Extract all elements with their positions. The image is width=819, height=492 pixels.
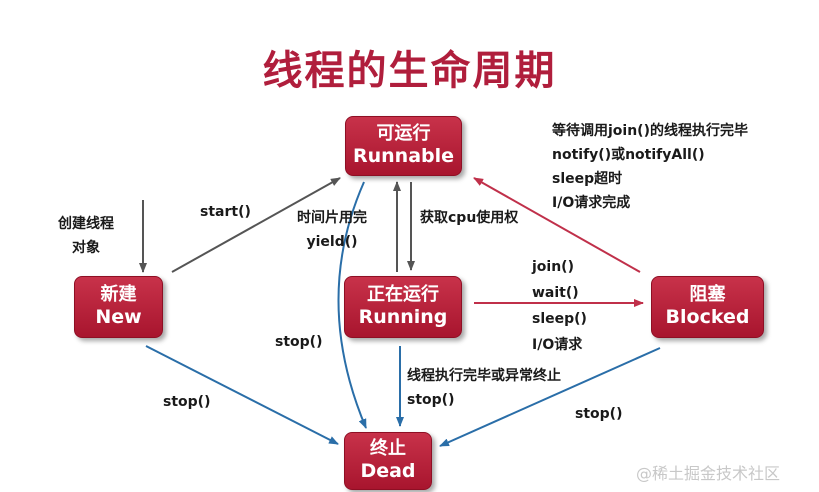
diagram-title: 线程的生命周期	[262, 48, 557, 94]
label-stop-new: stop()	[163, 394, 211, 410]
label-create-thread: 创建线程 对象	[58, 212, 114, 260]
label-finish-line-2: stop()	[407, 392, 455, 408]
state-blocked: 阻塞 Blocked	[651, 276, 764, 338]
label-block-conditions: join() wait() sleep() I/O请求	[532, 254, 587, 358]
state-blocked-en: Blocked	[665, 306, 750, 329]
label-start: start()	[200, 204, 251, 220]
arrow-new-to-runnable	[171, 177, 341, 273]
state-new-zh: 新建	[100, 283, 137, 305]
state-running-en: Running	[358, 306, 448, 329]
label-timeslice: 时间片用完 yield()	[297, 206, 367, 254]
label-block-line-3: sleep()	[532, 311, 587, 327]
label-unblock-line-3: sleep超时	[552, 171, 623, 187]
label-unblock-line-4: I/O请求完成	[552, 195, 631, 211]
state-runnable-en: Runnable	[352, 145, 455, 168]
arrow-blocked-to-dead	[439, 347, 661, 447]
label-unblock-line-2: notify()或notifyAll()	[552, 147, 705, 163]
label-stop-blocked: stop()	[575, 406, 623, 422]
arrow-runnable-to-dead	[337, 181, 367, 429]
label-block-line-1: join()	[532, 259, 574, 275]
label-timeslice-line-2: yield()	[306, 234, 358, 250]
label-finish-line-1: 线程执行完毕或异常终止	[407, 368, 561, 384]
label-get-cpu: 获取cpu使用权	[420, 210, 519, 226]
label-stop-runnable: stop()	[275, 334, 323, 350]
state-blocked-zh: 阻塞	[689, 283, 726, 305]
arrow-new-to-dead	[145, 345, 339, 445]
state-dead-zh: 终止	[370, 437, 406, 459]
label-unblock-conditions: 等待调用join()的线程执行完毕 notify()或notifyAll() s…	[552, 119, 748, 215]
arrow-blocked-to-runnable	[473, 177, 641, 273]
label-timeslice-line-1: 时间片用完	[297, 210, 367, 226]
label-create-line-1: 创建线程	[58, 216, 114, 232]
label-block-line-4: I/O请求	[532, 337, 583, 353]
label-unblock-line-1: 等待调用join()的线程执行完毕	[552, 123, 748, 139]
state-new: 新建 New	[74, 276, 163, 338]
state-runnable: 可运行 Runnable	[345, 116, 462, 176]
state-dead-en: Dead	[360, 460, 416, 483]
state-new-en: New	[95, 306, 142, 329]
label-block-line-2: wait()	[532, 285, 579, 301]
state-running-zh: 正在运行	[367, 283, 439, 305]
watermark: @稀土掘金技术社区	[636, 464, 781, 483]
state-running: 正在运行 Running	[344, 276, 462, 338]
state-runnable-zh: 可运行	[376, 122, 431, 144]
label-create-line-2: 对象	[72, 240, 100, 256]
label-finish: 线程执行完毕或异常终止 stop()	[407, 364, 561, 412]
state-dead: 终止 Dead	[344, 432, 432, 490]
